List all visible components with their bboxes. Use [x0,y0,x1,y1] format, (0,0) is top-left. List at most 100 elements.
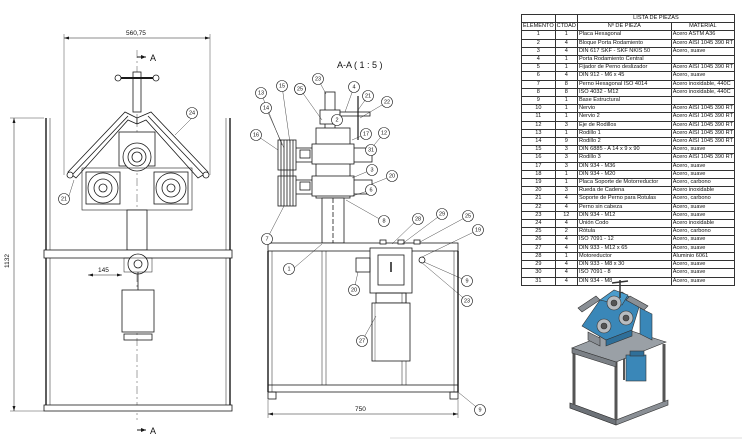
section-marker-top: A [150,53,156,63]
balloon-circle [378,215,390,227]
parts-list-cell: 4 [554,202,578,212]
parts-list-cell: 12 [521,120,556,130]
parts-list-cell: 9 [521,96,556,106]
balloon-circle [365,184,377,196]
balloon-circle [250,129,262,141]
parts-list-cell: Acero, suave [670,276,736,286]
parts-list-cell: 27 [521,243,556,253]
parts-list-cell: Acero AISI 1045 390 RT [670,120,736,130]
balloon-label: 20 [389,173,395,179]
parts-list-cell: 29 [521,260,556,270]
parts-list-cell: ISO 4032 - M12 [576,87,672,98]
parts-list-cell: Acero ASTM A36 [670,30,736,40]
balloon-label: 7 [265,236,268,242]
parts-list-cell: Acero AISI 1045 390 RT [670,128,736,139]
parts-list-cell: 1 [554,63,578,73]
parts-list-cell: 3 [554,145,578,155]
balloon-circle [436,208,448,220]
parts-list-cell: Acero AISI 1045 390 RT [670,104,736,114]
balloon-label: 20 [351,287,357,293]
balloon-circle [461,295,473,307]
balloon-label: 31 [368,147,374,153]
balloon-label: 25 [297,86,303,92]
parts-list-cell: Acero, suave [670,202,736,212]
parts-list-cell: 20 [521,186,556,196]
parts-list-cell: 5 [521,63,556,73]
balloon-label: 25 [465,213,471,219]
balloon-label: 1 [287,266,290,272]
parts-list-cell: Soporte de Perno para Rotulas [576,194,672,204]
parts-list-cell: 30 [521,268,556,278]
parts-list-cell: 15 [521,145,556,155]
parts-list-cell: ISO 7091 - 12 [576,235,672,245]
parts-list-cell: 4 [554,276,578,286]
parts-list-cell: 1 [521,30,556,40]
parts-list-cell: 2 [521,38,556,48]
parts-list-cell: Acero AISI 1045 390 RT [670,38,736,48]
parts-list-cell: Bloque Porta Rodamiento [576,38,672,48]
balloon-circle [261,233,273,245]
parts-list-cell: 6 [521,71,556,81]
parts-list-cell: Rótula [576,227,672,237]
balloon-label: 17 [363,131,369,137]
balloon-label: 16 [253,132,259,138]
parts-list-cell: 4 [554,38,578,48]
balloon-label: 9 [478,407,481,413]
parts-list-cell: 4 [554,235,578,245]
parts-list-cell: 4 [554,243,578,253]
parts-list-cell: 7 [521,79,556,89]
balloon-circle [365,144,377,156]
parts-list-cell: 1 [554,55,578,65]
parts-list-cell: 18 [521,169,556,180]
parts-list-cell: Acero AISI 1045 390 RT [670,153,736,163]
front-view [10,34,233,432]
parts-list-cell: 22 [521,202,556,212]
balloon-label: 15 [279,83,285,89]
balloon-circle [462,210,474,222]
parts-list-cell: 3 [554,120,578,130]
parts-list-cell: DIN 6885 - A 14 x 9 x 90 [576,145,672,155]
balloon-circle [386,170,398,182]
parts-list-cell: Base Estructural [576,96,672,106]
parts-list-cell: 14 [521,137,556,147]
balloon-circle [378,127,390,139]
parts-list-cell: Nervio 2 [576,112,672,122]
parts-list-cell [670,96,736,106]
balloon-label: 28 [415,216,421,222]
parts-list-cell: 1 [554,251,578,262]
balloons-group: 1234567899121314151617192020212122232324… [58,73,486,416]
parts-list-cell: 3 [554,153,578,163]
balloon-circle [472,224,484,236]
parts-list-cell: 4 [554,46,578,57]
parts-list-cell: Aluminio 6061 [670,251,736,262]
parts-list-cell: 8 [521,87,556,98]
leader-lines [67,78,481,411]
parts-list-cell: Placa Soporte de Motorreductor [576,178,672,188]
parts-list-cell: Acero, suave [670,161,736,171]
parts-list-cell: Acero AISI 1045 390 RT [670,63,736,73]
parts-list-cell: Acero, carbono [670,178,736,188]
balloon-circle [58,193,70,205]
parts-list-cell: 31 [521,276,556,286]
parts-list-cell: 10 [521,104,556,114]
parts-list-cell: 4 [554,219,578,229]
balloon-circle [356,335,368,347]
parts-list-cell: 1 [554,96,578,106]
parts-list-cell: 4 [554,194,578,204]
